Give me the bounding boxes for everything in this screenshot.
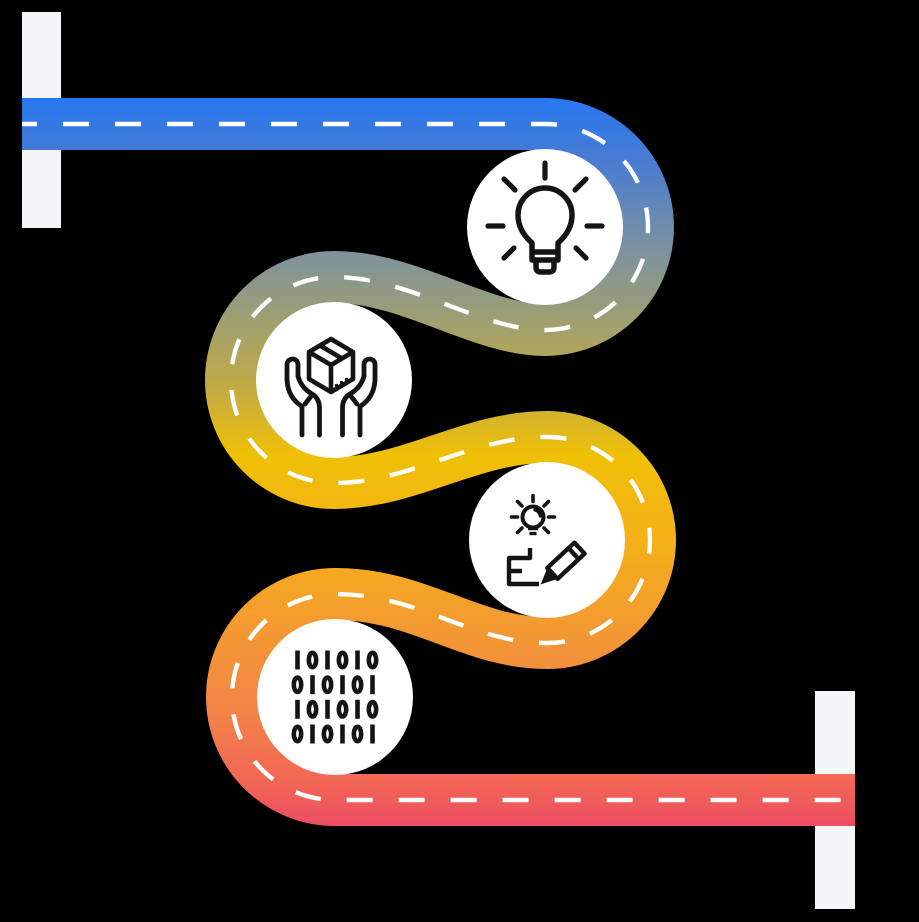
binary-digit-zero [366,699,379,719]
hands-holding-box-icon [284,336,378,438]
binary-digit-zero [306,650,319,670]
milestone-hands-box [256,302,412,458]
hands [284,356,378,438]
box-cube [306,336,356,395]
left-hand [284,356,322,438]
milestone-circle [256,302,412,458]
mini-lightbulb [509,493,557,536]
milestone-circle [257,619,413,775]
milestone-binary [257,619,413,775]
binary-digit-zero [291,675,304,695]
binary-digits [291,650,379,744]
lightbulb-icon [485,160,605,275]
milestone-circle [467,149,623,305]
road-centerline-dashes [22,121,855,803]
binary-digit-zero [336,699,349,719]
sketch-step-line [506,548,539,587]
right-hand [340,356,378,438]
road-path [22,98,855,826]
binary-digit-zero [366,650,379,670]
milestone-circle [469,462,625,618]
milestone-pencil-sketch [469,462,625,618]
binary-digit-zero [306,699,319,719]
binary-digit-zero [321,724,334,744]
binary-digit-zero [291,724,304,744]
binary-digit-zero [321,675,334,695]
idea-sketch-pencil-icon [506,493,587,587]
lightbulb-rays [485,160,605,261]
pencil [540,540,587,585]
binary-code-icon [291,650,379,744]
binary-digit-zero [351,724,364,744]
binary-digit-zero [336,650,349,670]
mini-lightbulb-rays [509,493,557,535]
binary-digit-zero [351,675,364,695]
milestone-lightbulb [467,149,623,305]
